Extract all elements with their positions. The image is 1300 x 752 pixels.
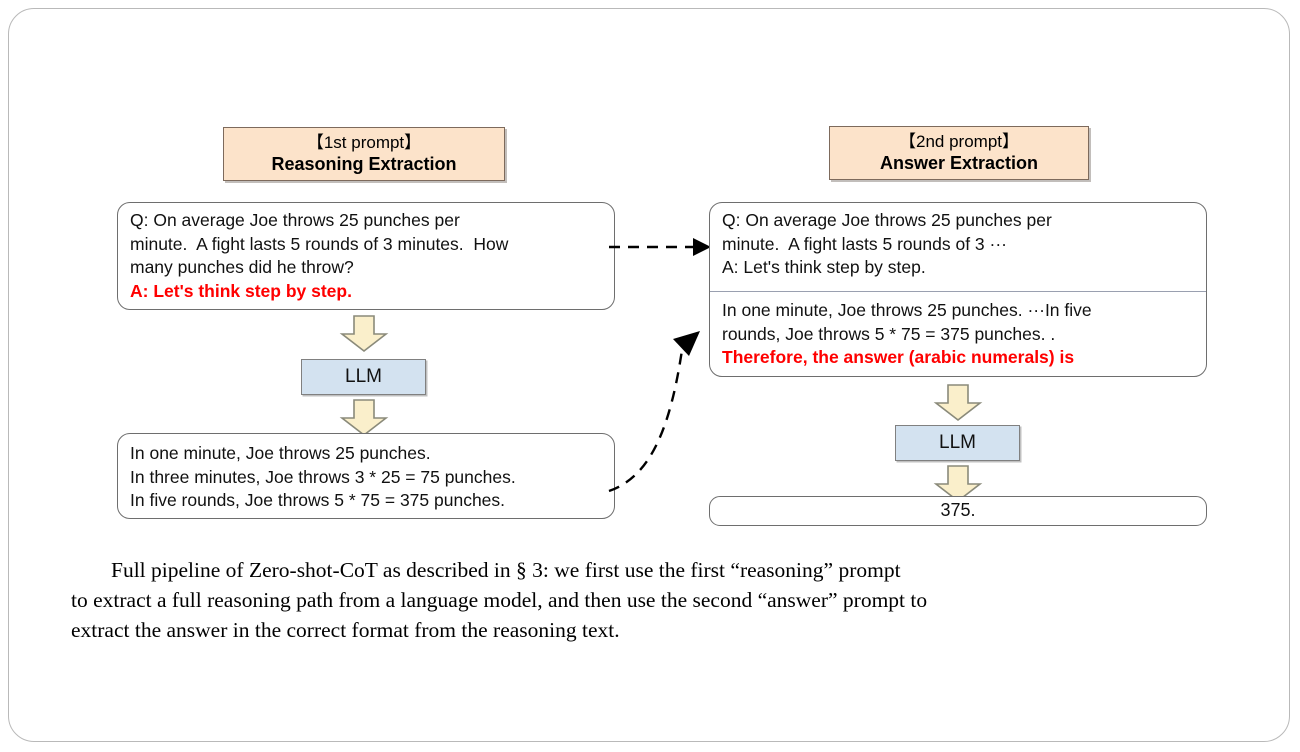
block-down-arrow-from-llm-left bbox=[339, 399, 389, 437]
reasoning-prompt-line-1: Q: On average Joe throws 25 punches per bbox=[130, 210, 460, 230]
second-prompt-bracket-label: 【2nd prompt】 bbox=[899, 132, 1019, 151]
reasoning-prompt-line-2: minute. A fight lasts 5 rounds of 3 minu… bbox=[130, 233, 509, 254]
llm-box-right-label: LLM bbox=[939, 432, 976, 453]
answer-extraction-prompt-box: Q: On average Joe throws 25 punches per … bbox=[709, 202, 1207, 377]
answer-prompt-reasoning-section: In one minute, Joe throws 25 punches. ··… bbox=[710, 299, 1206, 370]
reasoning-output-line-3: In five rounds, Joe throws 5 * 75 = 375 … bbox=[130, 490, 506, 510]
answer-prompt-line-3: A: Let's think step by step. bbox=[722, 257, 926, 277]
first-prompt-header: 【1st prompt】 Reasoning Extraction bbox=[223, 127, 505, 181]
reasoning-output-line-2: In three minutes, Joe throws 3 * 25 = 75… bbox=[130, 466, 516, 487]
figure-page: 【1st prompt】 Reasoning Extraction Q: On … bbox=[8, 8, 1290, 742]
answer-prompt-question-section: Q: On average Joe throws 25 punches per … bbox=[710, 203, 1206, 280]
caption-line-1: Full pipeline of Zero-shot-CoT as descri… bbox=[71, 555, 1236, 585]
reasoning-prompt-box: Q: On average Joe throws 25 punches per … bbox=[117, 202, 615, 310]
dashed-arrow-reasoning-to-answer-prompt bbox=[608, 331, 700, 493]
figure-caption: Full pipeline of Zero-shot-CoT as descri… bbox=[71, 555, 1236, 645]
first-prompt-title: Reasoning Extraction bbox=[271, 154, 457, 175]
answer-prompt-line-1: Q: On average Joe throws 25 punches per bbox=[722, 210, 1052, 230]
block-down-arrow-from-llm-right bbox=[933, 465, 983, 503]
caption-line-3-text: extract the answer in the correct format… bbox=[71, 618, 620, 642]
final-answer-box: 375. bbox=[709, 496, 1207, 526]
llm-box-left-label: LLM bbox=[345, 366, 382, 387]
llm-box-left: LLM bbox=[301, 359, 426, 395]
zero-shot-cot-pipeline-diagram: 【1st prompt】 Reasoning Extraction Q: On … bbox=[9, 9, 1289, 741]
answer-prompt-line-2: minute. A fight lasts 5 rounds of 3 ··· bbox=[722, 233, 1007, 254]
reasoning-prompt-line-3: many punches did he throw? bbox=[130, 257, 354, 277]
dashed-arrow-question-to-second-prompt bbox=[609, 238, 711, 256]
caption-line-1-text: Full pipeline of Zero-shot-CoT as descri… bbox=[111, 558, 901, 582]
answer-prompt-trigger-line: Therefore, the answer (arabic numerals) … bbox=[722, 347, 1075, 367]
first-prompt-bracket-label: 【1st prompt】 bbox=[306, 133, 422, 152]
llm-box-right: LLM bbox=[895, 425, 1020, 461]
reasoning-output-line-1: In one minute, Joe throws 25 punches. bbox=[130, 443, 431, 463]
reasoning-output-box: In one minute, Joe throws 25 punches. In… bbox=[117, 433, 615, 519]
answer-prompt-reasoning-line-1: In one minute, Joe throws 25 punches. ··… bbox=[722, 300, 1092, 320]
block-down-arrow-to-llm-left bbox=[339, 315, 389, 353]
answer-prompt-reasoning-line-2: rounds, Joe throws 5 * 75 = 375 punches.… bbox=[722, 323, 1056, 344]
block-down-arrow-to-llm-right bbox=[933, 384, 983, 422]
second-prompt-header: 【2nd prompt】 Answer Extraction bbox=[829, 126, 1089, 180]
caption-line-2-text: to extract a full reasoning path from a … bbox=[71, 588, 928, 612]
second-prompt-title: Answer Extraction bbox=[879, 153, 1039, 174]
final-answer-value: 375. bbox=[940, 500, 976, 520]
answer-prompt-divider bbox=[710, 291, 1206, 292]
reasoning-prompt-trigger-line: A: Let's think step by step. bbox=[130, 280, 352, 301]
